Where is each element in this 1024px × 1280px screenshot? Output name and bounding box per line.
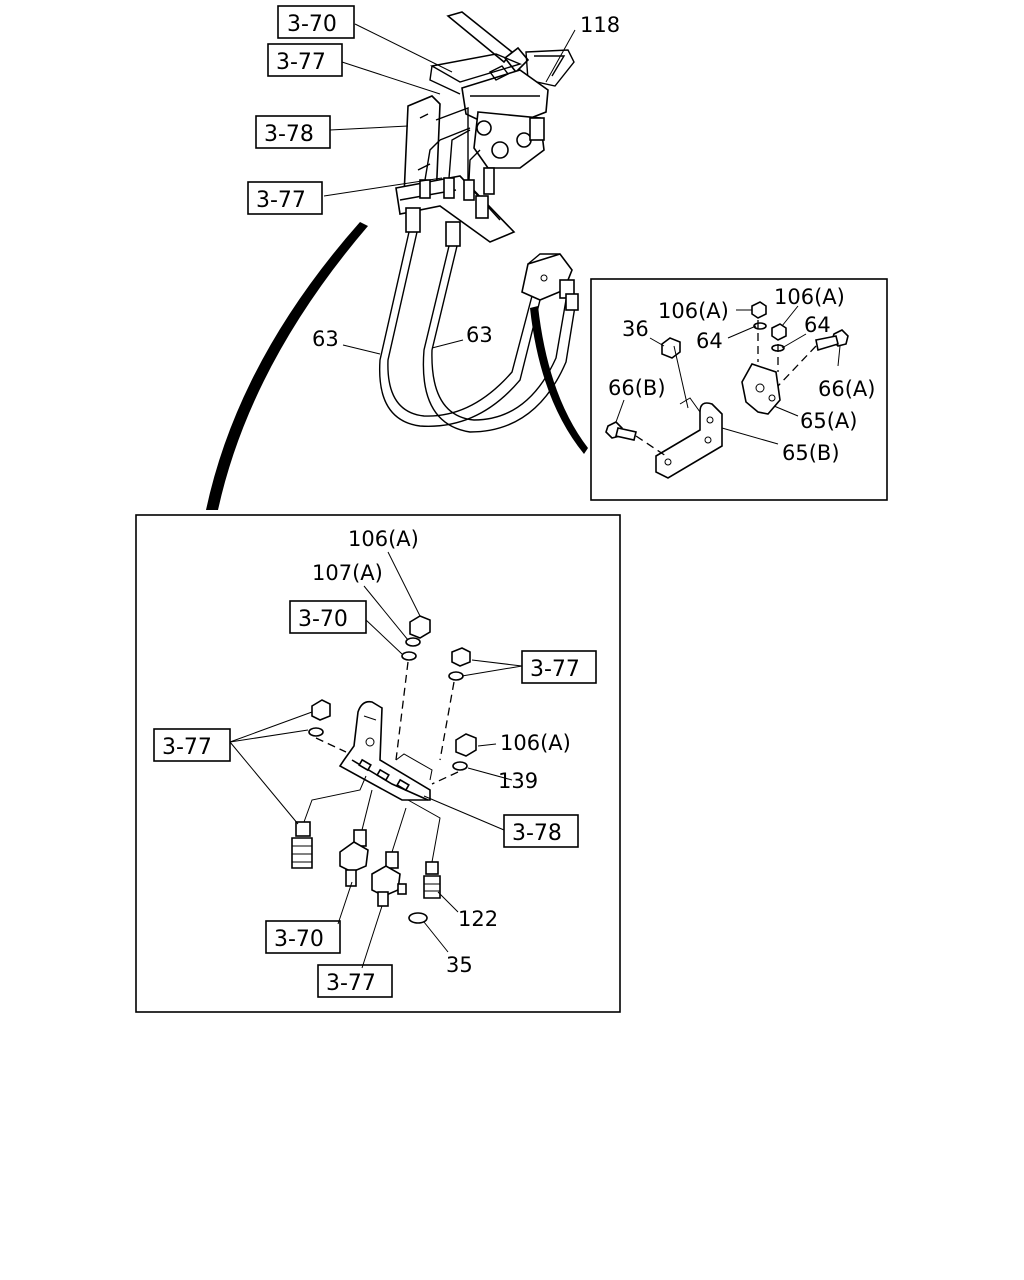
ref-box-3-70 — [277, 5, 355, 39]
callout-63-right: 63 — [466, 323, 493, 347]
fitting-370-drawing — [339, 829, 369, 887]
fitting-left-drawing — [291, 821, 313, 869]
nut-106a-top-drawing — [409, 615, 431, 639]
callout-139: 139 — [498, 769, 538, 793]
washer-370-drawing — [401, 651, 417, 661]
detail-pointer-left — [206, 222, 368, 510]
callout-122: 122 — [458, 907, 498, 931]
ref-3-70-top: 3-70 — [298, 607, 348, 632]
nut-106a-mid-drawing — [455, 733, 477, 757]
ref-box-3-70-top — [289, 600, 367, 634]
bolt-66b-drawing — [605, 421, 637, 441]
handle-lever-drawing — [429, 11, 575, 95]
callout-106a-right: 106(A) — [774, 285, 845, 309]
nut-106a-right-drawing — [771, 323, 787, 341]
ref-3-77-left: 3-77 — [162, 735, 212, 760]
hose-fittings-drawing — [405, 167, 495, 247]
ref-box-3-70-bottom — [265, 920, 341, 954]
ref-box-3-77-left — [153, 728, 231, 762]
fitting-377-drawing — [371, 851, 407, 907]
callout-106a-mid: 106(A) — [500, 731, 571, 755]
ref-box-3-77-right — [521, 650, 597, 684]
washer-139-drawing — [452, 761, 468, 771]
callout-65b: 65(B) — [782, 441, 840, 465]
ref-box-3-78 — [503, 814, 579, 848]
bracket-detail-frame — [590, 278, 888, 501]
ref-3-77: 3-77 — [276, 50, 326, 75]
callout-107a: 107(A) — [312, 561, 383, 585]
callout-36: 36 — [622, 317, 649, 341]
washer-377-left-drawing — [308, 727, 324, 737]
detail-pointer-right — [530, 306, 588, 454]
nut-377-right-drawing — [451, 647, 471, 667]
callout-64-left: 64 — [696, 329, 723, 353]
callout-106a-top: 106(A) — [348, 527, 419, 551]
callout-35: 35 — [446, 953, 473, 977]
ref-3-77-lower: 3-77 — [256, 188, 306, 213]
ref-3-77-bottom: 3-77 — [326, 971, 376, 996]
callout-118: 118 — [580, 13, 620, 37]
ref-3-70-bottom: 3-70 — [274, 927, 324, 952]
washer-377-right-drawing — [448, 671, 464, 681]
nut-377-left-drawing — [311, 699, 331, 721]
callout-64-right: 64 — [804, 313, 831, 337]
callout-66b: 66(B) — [608, 376, 666, 400]
valve-detail-frame — [135, 514, 621, 1013]
bracket-65a-drawing — [741, 363, 781, 415]
washer-64-left-drawing — [753, 322, 767, 330]
hose-bracket-drawing — [521, 253, 579, 311]
ref-3-78: 3-78 — [264, 122, 314, 147]
ref-box-3-77-bottom — [317, 964, 393, 998]
bracket-65b-drawing — [655, 402, 723, 479]
callout-65a: 65(A) — [800, 409, 857, 433]
bracket-detail-panel: 106(A) 106(A) 36 64 64 66(B) 66(A) 65(A)… — [590, 278, 888, 501]
callout-106a-left: 106(A) — [658, 299, 729, 323]
valve-detail-panel: 106(A) 107(A) 106(A) 139 122 35 3-70 3-7… — [135, 514, 621, 1013]
washer-107a-drawing — [405, 637, 421, 647]
callout-66a: 66(A) — [818, 377, 875, 401]
upper-assembly: 3-70 3-77 3-78 3-77 118 63 63 — [206, 5, 620, 510]
bolt-66a-drawing — [815, 329, 849, 352]
valve-body-drawing — [461, 65, 549, 169]
nut-106a-left-drawing — [751, 301, 767, 319]
ref-3-70: 3-70 — [287, 12, 337, 37]
upper-leader-lines — [323, 23, 576, 355]
ref-box-3-77 — [267, 43, 343, 77]
callout-63-left: 63 — [312, 327, 339, 351]
valve-bracket-drawing — [338, 700, 431, 801]
washer-35-drawing — [408, 912, 428, 924]
ref-box-3-78 — [255, 115, 331, 149]
ref-3-78-detail: 3-78 — [512, 821, 562, 846]
ref-box-3-77-lower — [247, 181, 323, 215]
ref-3-77-right: 3-77 — [530, 657, 580, 682]
nut-36-drawing — [661, 337, 681, 359]
fitting-122-drawing — [423, 861, 441, 899]
